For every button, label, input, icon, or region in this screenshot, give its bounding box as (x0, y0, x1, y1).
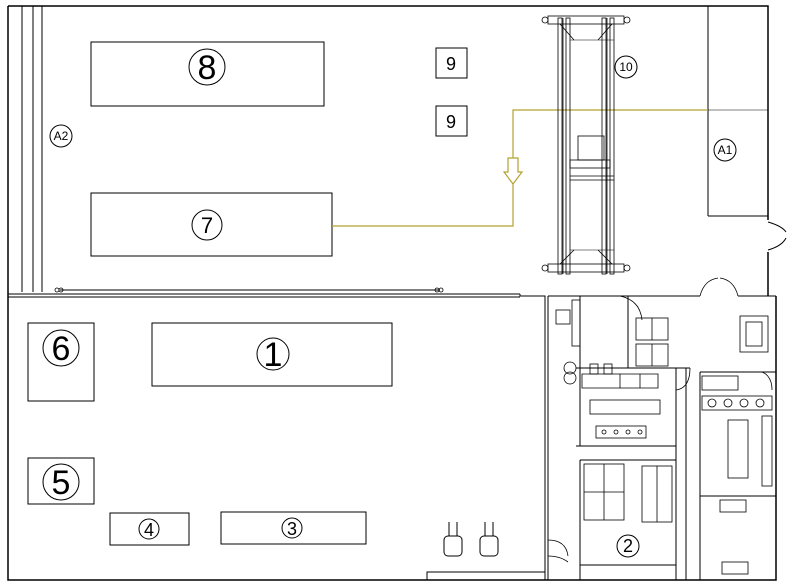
zone-2-marker: 2 (616, 534, 640, 558)
zone-7: 7 (90, 192, 333, 257)
office-doors (547, 277, 773, 563)
divider-wall (8, 289, 520, 298)
zone-8: 8 (90, 41, 325, 107)
wall-markers (54, 287, 444, 293)
zone-7-label: 7 (201, 213, 213, 238)
crane-10 (541, 15, 631, 275)
area-a1-marker: A1 (713, 138, 737, 162)
office-furniture (555, 299, 773, 575)
area-a2-wall (21, 6, 43, 292)
zone-8-label: 8 (198, 49, 217, 87)
zone-3-label: 3 (287, 519, 297, 539)
zone-4: 4 (109, 512, 190, 546)
zone-9-top-label: 9 (446, 54, 456, 74)
area-a2-label: A2 (54, 129, 69, 143)
zone-3: 3 (220, 511, 367, 545)
loading-strip (426, 571, 546, 581)
material-flow-line (332, 109, 708, 227)
area-a1-label: A1 (718, 143, 733, 157)
flow-arrow-icon (502, 157, 524, 185)
zone-10-label: 10 (619, 60, 633, 74)
zone-6: 6 (27, 322, 95, 402)
zone-9-top: 9 (435, 47, 468, 79)
zone-6-label: 6 (52, 330, 71, 368)
zone-10-marker: 10 (614, 55, 638, 79)
zone-5-label: 5 (52, 464, 71, 502)
area-a1 (707, 6, 768, 217)
zone-1-label: 1 (264, 336, 283, 374)
zone-1: 1 (151, 322, 393, 387)
zone-2-label: 2 (623, 536, 633, 556)
building-outline (7, 5, 777, 581)
hand-truck-icons (443, 522, 499, 557)
zone-9-bottom: 9 (435, 105, 468, 137)
door-right (767, 221, 787, 251)
zone-5: 5 (27, 457, 95, 505)
office-block (519, 294, 776, 580)
zone-4-label: 4 (144, 520, 154, 540)
area-a2-marker: A2 (49, 124, 73, 148)
zone-9-bottom-label: 9 (446, 112, 456, 132)
